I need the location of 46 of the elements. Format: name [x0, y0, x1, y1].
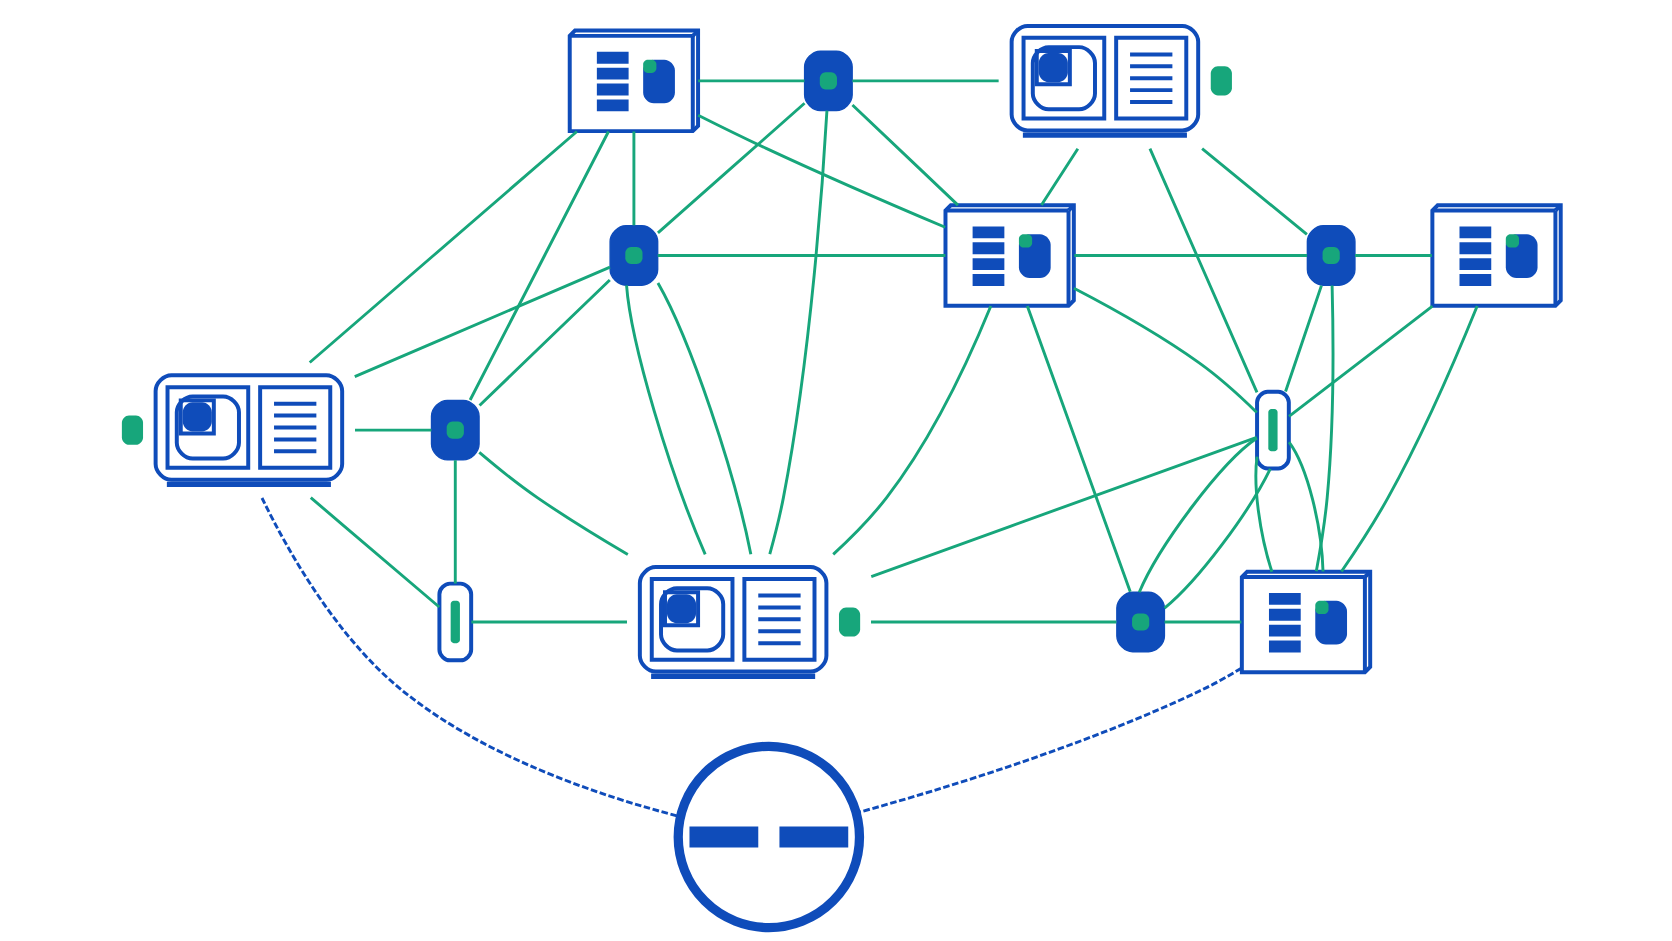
connector — [851, 103, 959, 207]
connector — [1164, 620, 1242, 624]
connector — [1288, 304, 1434, 418]
connector — [832, 305, 993, 556]
node-picture — [803, 50, 853, 112]
node-picture — [1306, 225, 1356, 286]
node-picture — [430, 399, 480, 461]
connector — [1137, 436, 1258, 593]
connector — [1074, 254, 1308, 257]
connector — [453, 460, 457, 584]
connector — [1148, 148, 1259, 394]
connector — [656, 282, 753, 555]
connector — [478, 278, 611, 407]
connector — [1201, 147, 1308, 236]
connector — [870, 435, 1258, 578]
node-picture — [673, 741, 865, 933]
node-picture — [1116, 591, 1166, 653]
connector — [355, 428, 432, 432]
connector — [657, 254, 946, 257]
node-picture — [609, 225, 659, 286]
connector — [1254, 456, 1274, 573]
node-picture — [437, 581, 474, 663]
connector — [1340, 305, 1479, 573]
connector — [1163, 468, 1272, 610]
node-picture — [1255, 389, 1291, 471]
connector — [697, 113, 946, 229]
connector — [309, 496, 441, 609]
connector — [1314, 285, 1335, 572]
connector — [478, 451, 629, 556]
connector — [632, 131, 636, 226]
connector — [1040, 147, 1080, 206]
connector — [1287, 441, 1325, 572]
connector — [625, 285, 707, 555]
connector — [468, 130, 610, 401]
connector — [852, 79, 999, 83]
connector — [1284, 285, 1323, 392]
connector — [471, 620, 627, 624]
connector — [1355, 254, 1432, 257]
connector — [871, 620, 1117, 624]
connector — [698, 79, 805, 83]
connector — [1025, 305, 1132, 593]
connector — [1073, 287, 1258, 414]
connector — [768, 110, 829, 555]
connector — [354, 265, 611, 378]
connector — [656, 102, 806, 234]
connector — [308, 130, 578, 364]
